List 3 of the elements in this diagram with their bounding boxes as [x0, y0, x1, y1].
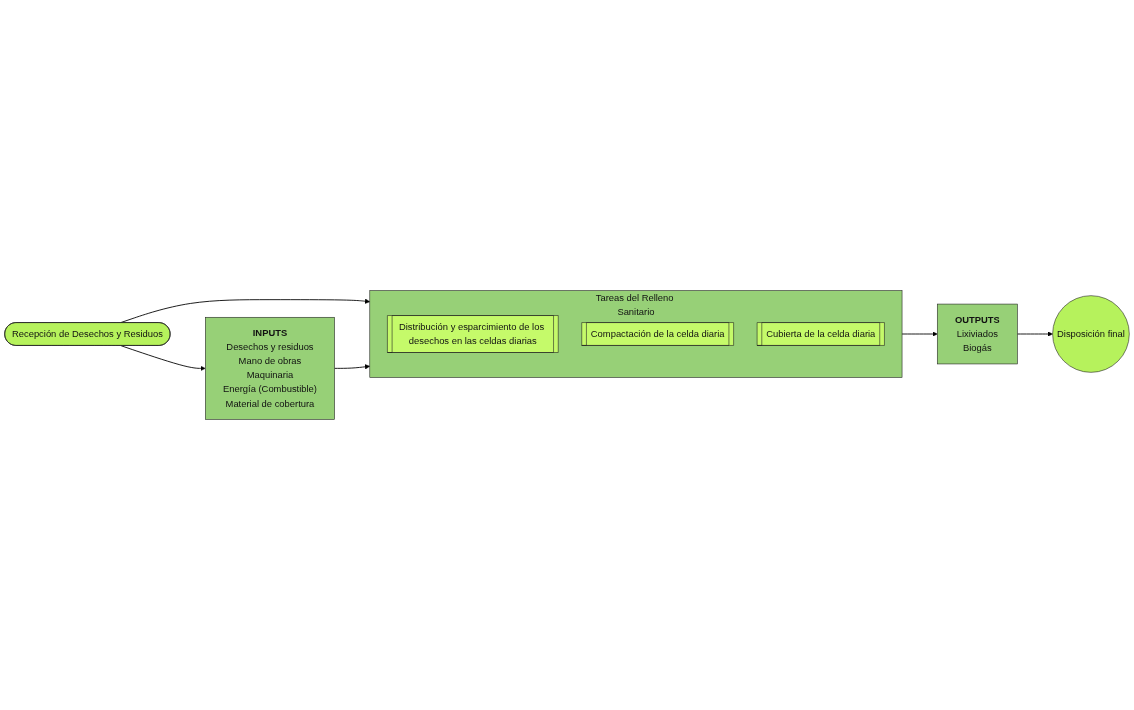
node-box: INPUTS Desechos y residuos Mano de obras Maquinaria Energía (Combustible) Material de cobertura [205, 317, 335, 420]
node-circle: Disposición final [1052, 295, 1130, 373]
node-box: OUTPUTS Lixiviados Biogás [937, 303, 1018, 365]
